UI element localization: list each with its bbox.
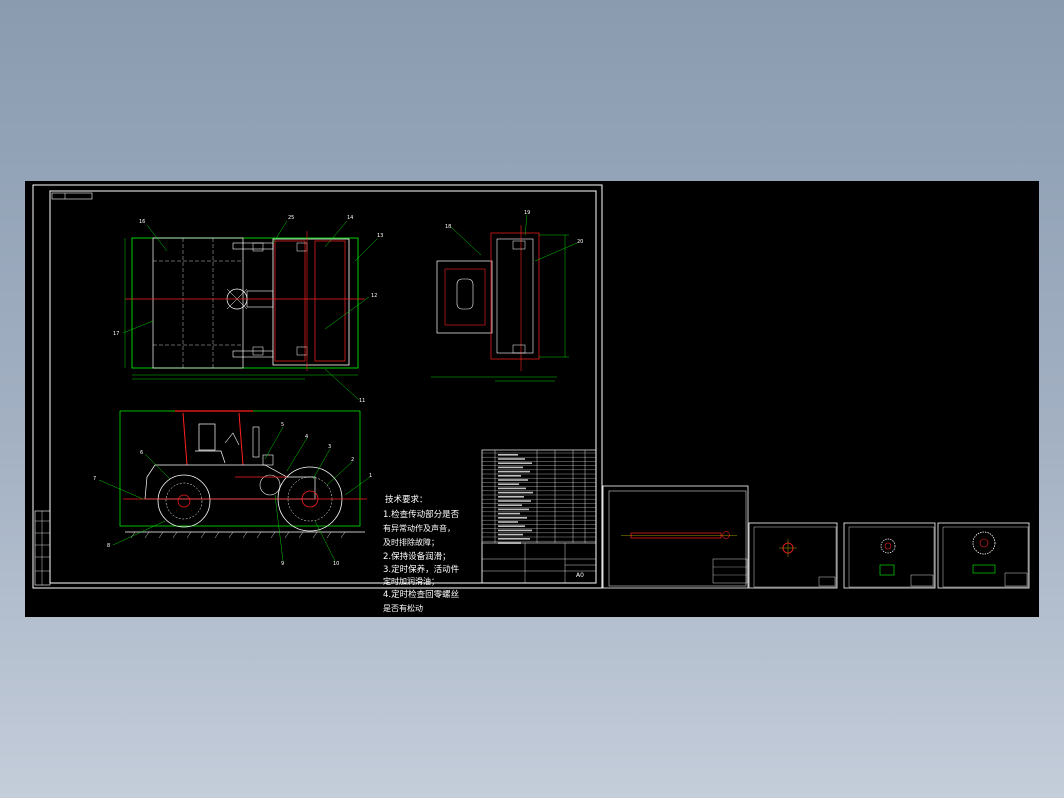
parts-list-cell-text bbox=[498, 475, 521, 477]
tech-note-line: 4.定时检查回零螺丝 bbox=[383, 589, 460, 600]
callout-label: 14 bbox=[347, 215, 353, 221]
parts-list-cell-text bbox=[498, 504, 522, 506]
detail-sheet-shaft bbox=[602, 485, 749, 589]
parts-list-cell-text bbox=[498, 496, 524, 498]
callout-label: 13 bbox=[377, 233, 383, 239]
callout-label: 19 bbox=[524, 210, 530, 216]
callout-label: 2 bbox=[351, 457, 354, 463]
parts-list-cell-text bbox=[498, 462, 532, 464]
tech-note-line: 3.定时保养，活动件 bbox=[383, 564, 460, 575]
tech-note-line: 定时加润滑油； bbox=[383, 576, 439, 586]
parts-list-cell-text bbox=[498, 521, 518, 523]
scale-label: A0 bbox=[576, 572, 584, 579]
parts-list-cell-text bbox=[498, 517, 527, 519]
callout-label: 1 bbox=[369, 473, 372, 479]
callout-label: 25 bbox=[288, 215, 294, 221]
parts-list-cell-text bbox=[498, 529, 532, 532]
parts-list-cell-text bbox=[498, 491, 533, 494]
tech-note-line: 是否有松动 bbox=[383, 603, 423, 613]
parts-list-cell-text bbox=[498, 542, 521, 544]
callout-label: 4 bbox=[305, 434, 308, 440]
parts-list-table: A0 bbox=[481, 449, 597, 584]
parts-list-cell-text bbox=[498, 533, 523, 536]
tech-note-line: 及时排除故障； bbox=[383, 537, 439, 547]
callout-label: 10 bbox=[333, 561, 339, 567]
parts-list-cell-text bbox=[498, 508, 529, 511]
parts-list-cell-text bbox=[498, 487, 526, 490]
main-drawing-sheet bbox=[32, 184, 603, 589]
parts-list-cell-text bbox=[498, 512, 520, 515]
tech-notes-heading: 技术要求： bbox=[385, 494, 428, 505]
parts-list-cell-text bbox=[498, 470, 530, 473]
tech-note-line: 2.保持设备润滑； bbox=[383, 551, 451, 562]
callout-label: 20 bbox=[577, 239, 583, 245]
callout-label: 9 bbox=[281, 561, 284, 567]
parts-list-cell-text bbox=[498, 458, 525, 460]
parts-list-cell-text bbox=[498, 454, 518, 456]
callout-label: 8 bbox=[107, 543, 110, 549]
callout-label: 6 bbox=[140, 450, 143, 456]
parts-list-cell-text bbox=[498, 500, 531, 502]
tech-note-line: 有异常动作及声音， bbox=[383, 523, 455, 533]
detail-sheet-gear-small bbox=[748, 522, 838, 589]
callout-label: 5 bbox=[281, 422, 284, 428]
cad-drawing-canvas[interactable]: 16 25 14 13 17 12 11 18 19 20 bbox=[25, 181, 1039, 617]
callout-label: 11 bbox=[359, 398, 365, 404]
parts-list-cell-text bbox=[498, 479, 528, 481]
detail-sheet-gear-medium bbox=[843, 522, 936, 589]
callout-label: 3 bbox=[328, 444, 331, 450]
side-view-drawing: 18 19 20 bbox=[431, 210, 583, 382]
callout-label: 12 bbox=[371, 293, 377, 299]
plan-view-drawing: 16 25 14 13 17 12 11 bbox=[113, 215, 383, 404]
callout-label: 16 bbox=[139, 219, 145, 225]
tech-note-line: 1.检查传动部分是否 bbox=[383, 509, 460, 520]
parts-list-cell-text bbox=[498, 483, 519, 485]
detail-sheet-gear-large bbox=[937, 522, 1030, 589]
parts-list-cell-text bbox=[498, 466, 523, 469]
parts-list-cell-text bbox=[498, 538, 530, 540]
callout-label: 7 bbox=[93, 476, 96, 482]
parts-list-cell-text bbox=[498, 525, 525, 527]
callout-label: 18 bbox=[445, 224, 451, 230]
technical-notes: 技术要求： 1.检查传动部分是否 有异常动作及声音， 及时排除故障； 2.保持设… bbox=[383, 494, 460, 613]
callout-label: 17 bbox=[113, 331, 119, 337]
elevation-view-drawing: 7 6 5 4 3 2 1 8 9 10 bbox=[93, 410, 372, 567]
